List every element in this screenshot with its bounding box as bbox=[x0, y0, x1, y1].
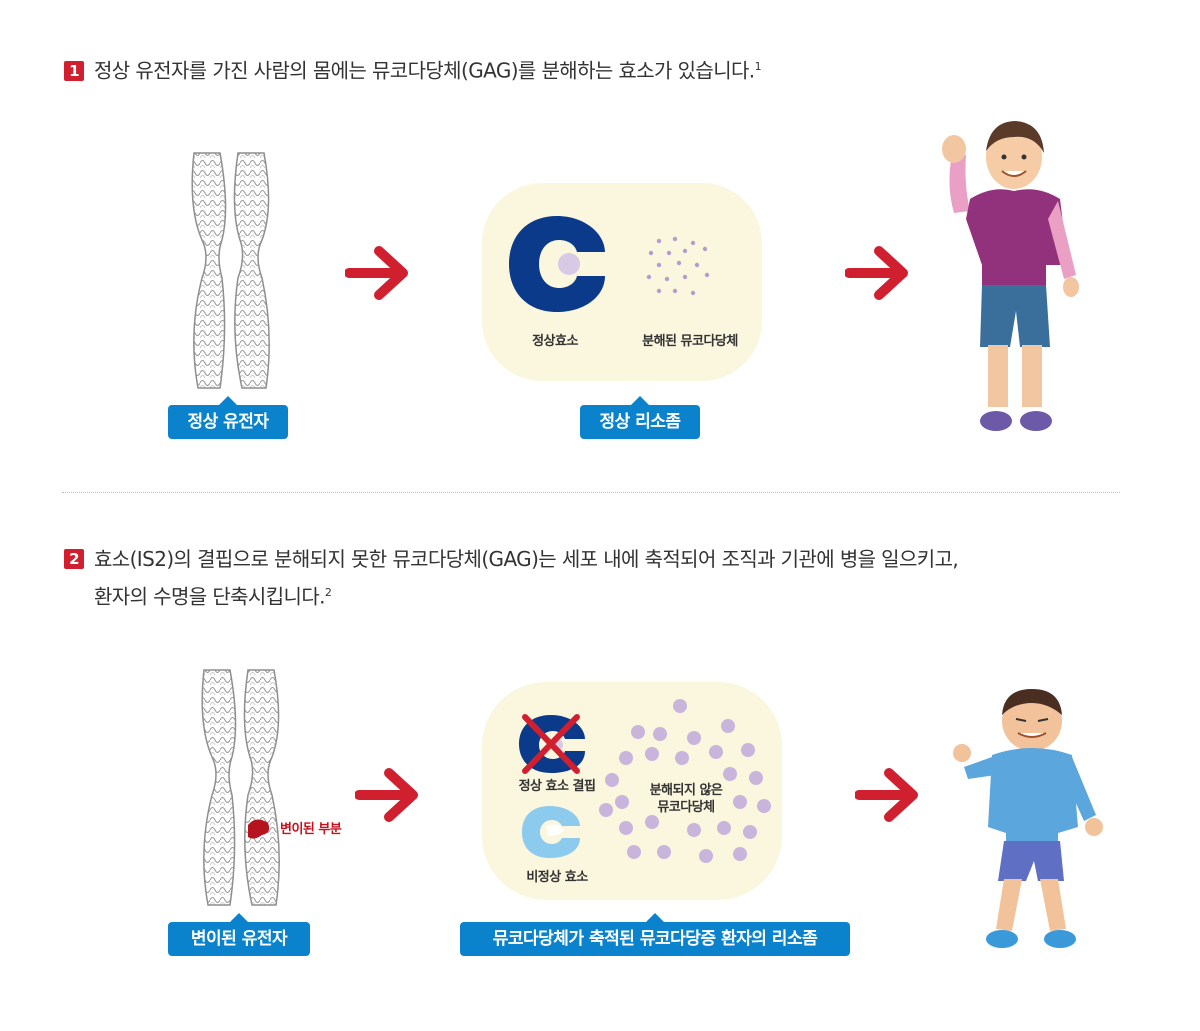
section-divider bbox=[62, 492, 1120, 493]
arrow-right-icon bbox=[855, 768, 918, 822]
section2-gene-label: 변이된 유전자 bbox=[168, 913, 310, 956]
undegraded-gag-caption-line1: 분해되지 않은 bbox=[649, 783, 723, 798]
degraded-gag-caption: 분해된 뮤코다당체 bbox=[642, 334, 738, 349]
enzyme-icon bbox=[509, 216, 605, 312]
mutation-caption: 변이된 부분 bbox=[280, 822, 342, 837]
mps-lysosome bbox=[482, 682, 782, 900]
normal-enzyme-caption: 정상효소 bbox=[532, 334, 578, 349]
section1-footnote: 1 bbox=[754, 60, 762, 73]
missing-enzyme-caption: 정상 효소 결핍 bbox=[518, 779, 596, 794]
section2-heading-line2: 환자의 수명을 단축시킵니다. bbox=[94, 584, 325, 609]
section1-heading-text: 정상 유전자를 가진 사람의 몸에는 뮤코다당체(GAG)를 분해하는 효소가 … bbox=[94, 58, 755, 83]
abnormal-enzyme-icon bbox=[522, 806, 580, 858]
undegraded-gag-caption-line2: 뮤코다당체 bbox=[657, 800, 715, 815]
section2-footnote: 2 bbox=[324, 586, 332, 599]
degraded-gag-dots bbox=[646, 236, 710, 296]
arrow-right-icon bbox=[355, 768, 418, 822]
healthy-boy-icon bbox=[942, 121, 1079, 431]
section2-lysosome-label: 뮤코다당체가 축적된 뮤코다당증 환자의 리소좀 bbox=[460, 913, 850, 956]
abnormal-enzyme-caption: 비정상 효소 bbox=[526, 870, 588, 885]
section1-lysosome-label: 정상 리소좀 bbox=[580, 396, 700, 439]
mutated-chromosome-icon bbox=[201, 669, 280, 906]
patient-boy-icon bbox=[953, 689, 1103, 948]
section2-heading-line1: 효소(IS2)의 결핍으로 분해되지 못한 뮤코다당체(GAG)는 세포 내에 … bbox=[94, 547, 959, 571]
chromosome-icon bbox=[191, 152, 270, 389]
undegraded-gag-caption: 분해되지 않은 뮤코다당체 bbox=[626, 782, 746, 816]
section1-number: 1 bbox=[64, 60, 84, 81]
section1-gene-label: 정상 유전자 bbox=[168, 396, 288, 439]
section2-number: 2 bbox=[64, 549, 84, 569]
accumulated-gag-icon bbox=[599, 699, 771, 863]
section2-heading: 2 효소(IS2)의 결핍으로 분해되지 못한 뮤코다당체(GAG)는 세포 내에… bbox=[64, 542, 959, 614]
arrow-right-icon bbox=[845, 246, 908, 300]
missing-enzyme-icon bbox=[519, 714, 585, 774]
arrow-right-icon bbox=[345, 246, 408, 300]
